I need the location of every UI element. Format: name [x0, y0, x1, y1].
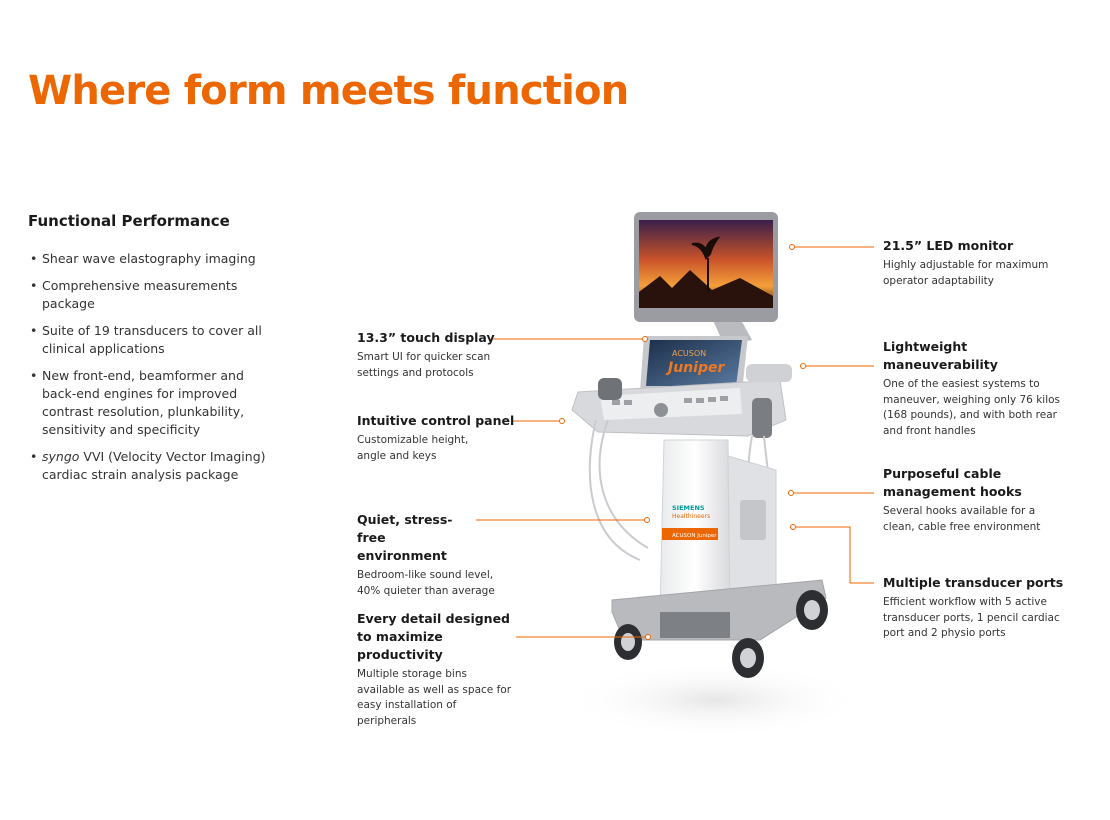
trackball [654, 403, 668, 417]
callout-title: Quiet, stress-free environment [357, 512, 453, 563]
callout-description: Several hooks available for a clean, cab… [883, 505, 1041, 533]
list-item: New front-end, beamformer and back-end e… [30, 367, 280, 439]
callout-title: 13.3” touch display [357, 330, 495, 345]
callout-description: Bedroom-like sound level, 40% quieter th… [357, 569, 495, 597]
callout-productivity: Every detail designed to maximize produc… [357, 610, 523, 729]
transducer-ports [740, 500, 766, 540]
page-title: Where form meets function [28, 68, 629, 114]
callout-title: Purposeful cable management hooks [883, 466, 1022, 499]
callout-transducer-ports: Multiple transducer ports Efficient work… [883, 574, 1083, 642]
probe-holder-left [598, 378, 622, 400]
callout-quiet-environment: Quiet, stress-free environment Bedroom-l… [357, 511, 495, 599]
svg-text:SIEMENS: SIEMENS [672, 504, 705, 512]
orange-label [662, 528, 718, 540]
list-item: Shear wave elastography imaging [30, 250, 280, 268]
callout-cable-hooks: Purposeful cable management hooks Severa… [883, 465, 1040, 535]
callout-description: Efficient workflow with 5 active transdu… [883, 596, 1060, 639]
svg-text:ACUSON: ACUSON [672, 349, 706, 358]
svg-text:Juniper: Juniper [665, 360, 725, 376]
feature-list: Shear wave elastography imaging Comprehe… [30, 250, 280, 493]
list-item: syngo VVI (Velocity Vector Imaging) card… [30, 448, 280, 484]
callout-description: Customizable height, angle and keys [357, 434, 469, 462]
list-item: Comprehensive measurements package [30, 277, 280, 313]
callout-description: Multiple storage bins available as well … [357, 668, 512, 727]
callout-title: Lightweight maneuverability [883, 339, 998, 372]
probe-holder-right [752, 398, 772, 438]
callout-title: Every detail designed to maximize produc… [357, 611, 511, 662]
callout-title: 21.5” LED monitor [883, 238, 1014, 253]
callout-maneuverability: Lightweight maneuverability One of the e… [883, 338, 1060, 439]
floor-shadow [565, 662, 865, 738]
callout-description: One of the easiest systems to maneuver, … [883, 378, 1061, 437]
svg-text:ACUSON Juniper: ACUSON Juniper [672, 533, 717, 539]
svg-text:Healthineers: Healthineers [672, 513, 710, 520]
callout-title: Intuitive control panel [357, 413, 515, 428]
wheels [614, 590, 828, 678]
callout-description: Highly adjustable for maximum operator a… [883, 259, 1049, 287]
leader-lines [476, 244, 874, 640]
list-item: Suite of 19 transducers to cover all cli… [30, 322, 280, 358]
section-heading: Functional Performance [28, 212, 230, 230]
callout-title: Multiple transducer ports [883, 575, 1064, 590]
callout-control-panel: Intuitive control panel Customizable hei… [357, 412, 517, 464]
main-body [659, 439, 731, 613]
callout-led-monitor: 21.5” LED monitor Highly adjustable for … [883, 237, 1073, 289]
callout-touch-display: 13.3” touch display Smart UI for quicker… [357, 329, 517, 381]
callout-description: Smart UI for quicker scan settings and p… [357, 351, 491, 379]
rear-handle [746, 364, 792, 382]
